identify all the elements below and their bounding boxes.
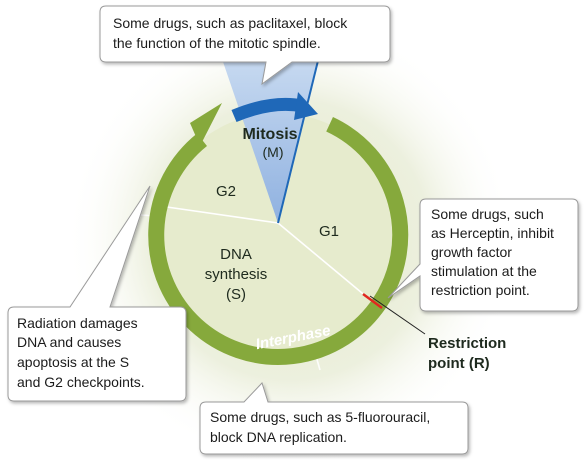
callout-right-line1: Some drugs, such [431,206,544,222]
callout-bottom-line1: Some drugs, such as 5-fluorouracil, [210,409,430,425]
callout-right-line3: growth factor [431,244,512,260]
callout-right: Some drugs, such as Herceptin, inhibit g… [387,198,579,312]
restriction-label-line1: Restriction [428,335,506,352]
callout-bottom-line2: block DNA replication. [210,429,347,445]
g1-label: G1 [319,223,339,240]
callout-top: Some drugs, such as paclitaxel, block th… [99,5,391,86]
callout-left: Radiation damages DNA and causes apoptos… [7,185,187,402]
restriction-point-mark [362,292,383,310]
callout-top-line1: Some drugs, such as paclitaxel, block [113,15,348,31]
interphase-arrowhead [190,103,222,146]
s-phase-label-line3: (S) [226,286,246,303]
callout-bottom: Some drugs, such as 5-fluorouracil, bloc… [199,382,469,455]
callout-right-line5: restriction point. [431,282,530,298]
mitosis-arrowhead [294,92,318,120]
restriction-leader-line [369,295,426,335]
phase-dividers [159,205,381,309]
callout-left-line4: and G2 checkpoints. [17,374,145,390]
mitosis-abbr: (M) [263,144,284,160]
mitosis-wedge [206,12,330,223]
mitosis-label: Mitosis [242,126,297,143]
callout-right-line2: as Herceptin, inhibit [431,225,554,241]
callout-top-line2: the function of the mitotic spindle. [113,35,321,51]
interphase-ring [148,117,409,365]
s-phase-label-line2: synthesis [205,266,268,283]
callout-right-line4: stimulation at the [431,263,537,279]
callout-left-line1: Radiation damages [17,315,138,331]
cell-cycle-disc [156,113,400,357]
callout-left-line3: apoptosis at the S [17,354,129,370]
s-phase-label-line1: DNA [220,246,252,263]
callout-left-line2: DNA and causes [17,334,121,350]
restriction-label-line2: point (R) [428,355,490,372]
g2-label: G2 [216,183,236,200]
